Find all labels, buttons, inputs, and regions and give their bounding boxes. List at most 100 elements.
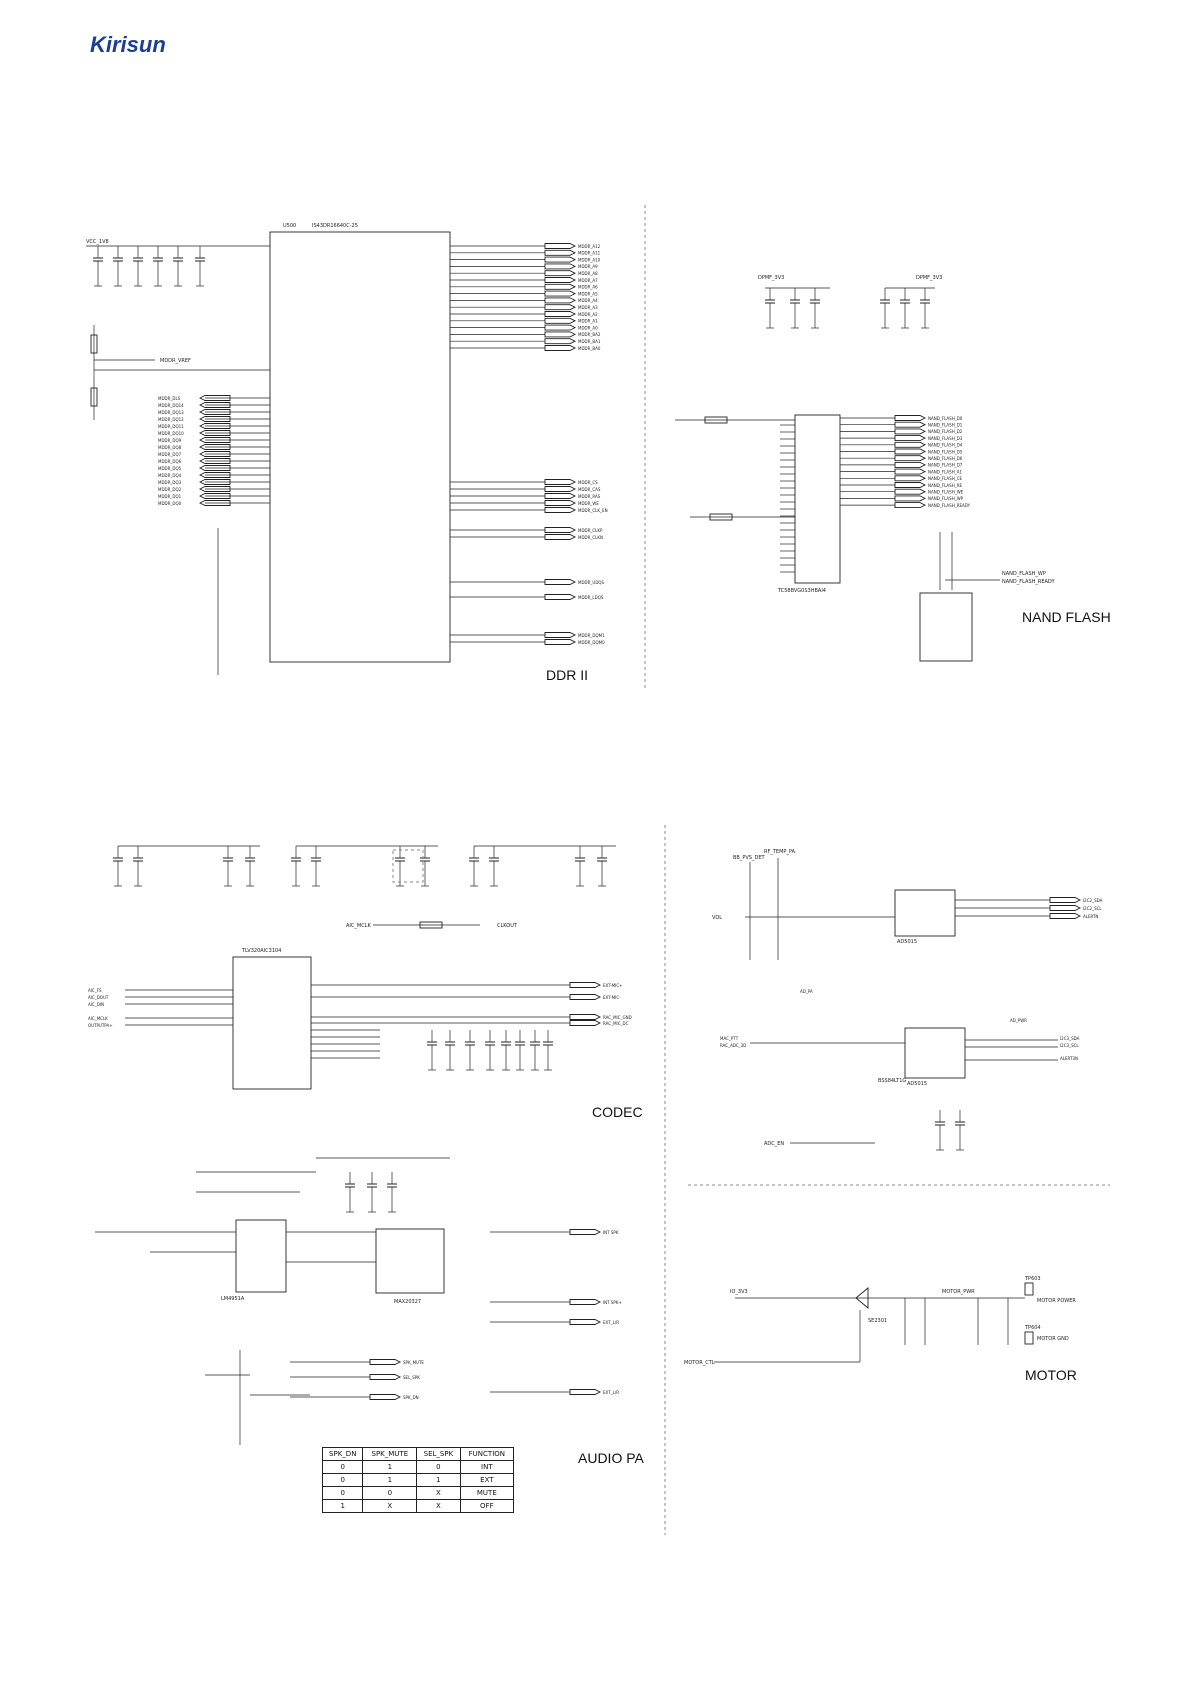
net-port (198, 486, 231, 492)
nand-net: NAND_FLASH_D4 (928, 443, 963, 448)
ddr-right-net: MDDR_A8 (578, 271, 598, 276)
net-port (198, 493, 231, 499)
net-port (569, 1389, 602, 1395)
nand-wp-box (919, 592, 973, 662)
motor-section: IO_3V3 MOTOR_PWR SE2301 TP603 MOTOR POWE… (684, 1276, 1077, 1383)
net-port (544, 493, 577, 499)
net-port (198, 479, 231, 485)
net-port (544, 338, 577, 345)
nand-power-net-2: DPMF_3V3 (916, 275, 942, 281)
net-port (544, 632, 577, 638)
table-cell: 1 (321, 1499, 364, 1513)
ddr-ctrl-net: MDDR_UDQS (578, 580, 605, 585)
nand-net: NAND_FLASH_RE (928, 483, 962, 488)
ddr-left-net: MDDR_DQ10 (158, 431, 184, 436)
ddr-left-net: MDDR_DQ14 (158, 403, 184, 408)
adc-net: AD_PA (800, 989, 813, 994)
motor-tp603 (1024, 1282, 1034, 1296)
ddr-ctrl-net: MDDR_RAS (578, 494, 601, 499)
kirisun-logo: Kirisun (90, 32, 166, 57)
pa-net: SPK_DN (403, 1395, 419, 1400)
net-port (198, 416, 231, 422)
codec-out-net: RAC_MIC_DC (603, 1021, 629, 1026)
ddr-right-net: MDDR_A7 (578, 278, 598, 283)
net-port (569, 982, 602, 988)
net-port (198, 500, 231, 506)
table-cell: 0 (321, 1473, 364, 1487)
logo-text: Kirisun (90, 32, 166, 57)
net-port (544, 277, 577, 283)
codec-in-net: AIC_DIN (88, 1002, 104, 1007)
net-port (894, 428, 927, 435)
net-port (544, 486, 577, 492)
motor-fet: SE2301 (868, 1318, 887, 1324)
pa-chip-2-part: MAX20327 (394, 1299, 421, 1305)
pa-net: EXT_L/R (603, 1390, 619, 1395)
pa-net: SEL_SPK (403, 1375, 420, 1380)
net-port (894, 475, 927, 482)
net-port (198, 395, 231, 401)
nand-net: NAND_FLASH_D0 (928, 416, 963, 421)
adc-net: AD_PWR (1010, 1018, 1027, 1023)
net-port (894, 415, 927, 421)
table-cell: 0 (416, 1460, 461, 1474)
table-cell: 0 (321, 1486, 364, 1500)
motor-net-gnd: MOTOR GND (1037, 1336, 1069, 1342)
spk-truth-table: SPK_DN SPK_MUTE SEL_SPK FUNCTION 0 1 0 I… (321, 1447, 515, 1513)
net-port (569, 1014, 602, 1020)
table-row: 0 1 1 EXT (321, 1473, 515, 1487)
ddr-ctrl-net: MDDR_DQM0 (578, 640, 605, 645)
nand-chip-part: TC58BVG0S3HBAI4 (777, 588, 826, 594)
adc-chip-1-part: AD5015 (897, 939, 917, 945)
table-cell: 1 (362, 1460, 418, 1474)
nand-net: NAND_FLASH_D1 (928, 423, 963, 428)
ddr-left-net: MDDR_DQ8 (158, 445, 182, 450)
codec-out-net: EXT-MIC- (603, 995, 621, 1000)
net-port (569, 1299, 602, 1305)
codec-in-net: AIC_FS (88, 988, 102, 993)
ddr-left-net: MDDR_DQ7 (158, 452, 182, 457)
adc-net: ALERT3N (1060, 1056, 1078, 1061)
net-port (544, 579, 577, 585)
ddr-right-net: MDDR_A6 (578, 285, 598, 290)
nand-net: NAND_FLASH_WE (928, 490, 964, 495)
adc-net: RAC_ADC_3D (720, 1043, 746, 1048)
adc-chip-2-part: AD5015 (907, 1081, 927, 1087)
net-port (544, 331, 577, 338)
net-port (369, 1374, 402, 1380)
ddr-right-net: MDDR_A11 (578, 251, 601, 256)
codec-clk-net: AIC_MCLK (346, 923, 371, 929)
motor-tp-1: TP603 (1024, 1276, 1041, 1282)
ddr-ctrl-net: MDDR_DQM1 (578, 633, 605, 638)
net-port (544, 270, 577, 277)
table-cell: OFF (459, 1499, 515, 1513)
table-cell: 0 (321, 1460, 364, 1474)
net-port (894, 468, 927, 475)
nand-wp-net-1: NAND_FLASH_WP (1002, 571, 1046, 577)
nand-net: NAND_FLASH_D7 (928, 463, 963, 468)
codec-out-net: RAC_MIC_GND (603, 1015, 632, 1020)
table-row: 0 1 0 INT (321, 1460, 515, 1474)
ddr-left-net: MDDR_DQ11 (158, 424, 184, 429)
adc-right-net: ALERTN (1083, 914, 1098, 919)
nand-net: NAND_FLASH_D3 (928, 436, 963, 441)
net-port (544, 297, 577, 304)
table-cell: INT (459, 1460, 515, 1474)
motor-net-ctl: MOTOR_CTL (684, 1360, 715, 1366)
pa-net: SPK_MUTE (403, 1360, 424, 1365)
ddr-right-net: MDDR_A3 (578, 305, 598, 310)
net-port (198, 451, 231, 457)
adc-chip-2 (904, 1027, 966, 1079)
ddr-left-net: MDDR_DQ0 (158, 501, 182, 506)
ddr-left-net: MDDR_DQ2 (158, 487, 182, 492)
codec-dashed-box (392, 849, 424, 883)
net-port (569, 994, 602, 1000)
pa-chip-1-part: LM4951A (221, 1296, 245, 1302)
net-port (369, 1394, 402, 1400)
net-port (544, 345, 577, 351)
net-port (894, 461, 927, 468)
ddr-ctrl-net: MDDR_CLKP (578, 528, 603, 533)
pa-chip-1 (235, 1219, 287, 1293)
table-header: SPK_MUTE (362, 1447, 418, 1461)
net-port (1049, 905, 1082, 911)
